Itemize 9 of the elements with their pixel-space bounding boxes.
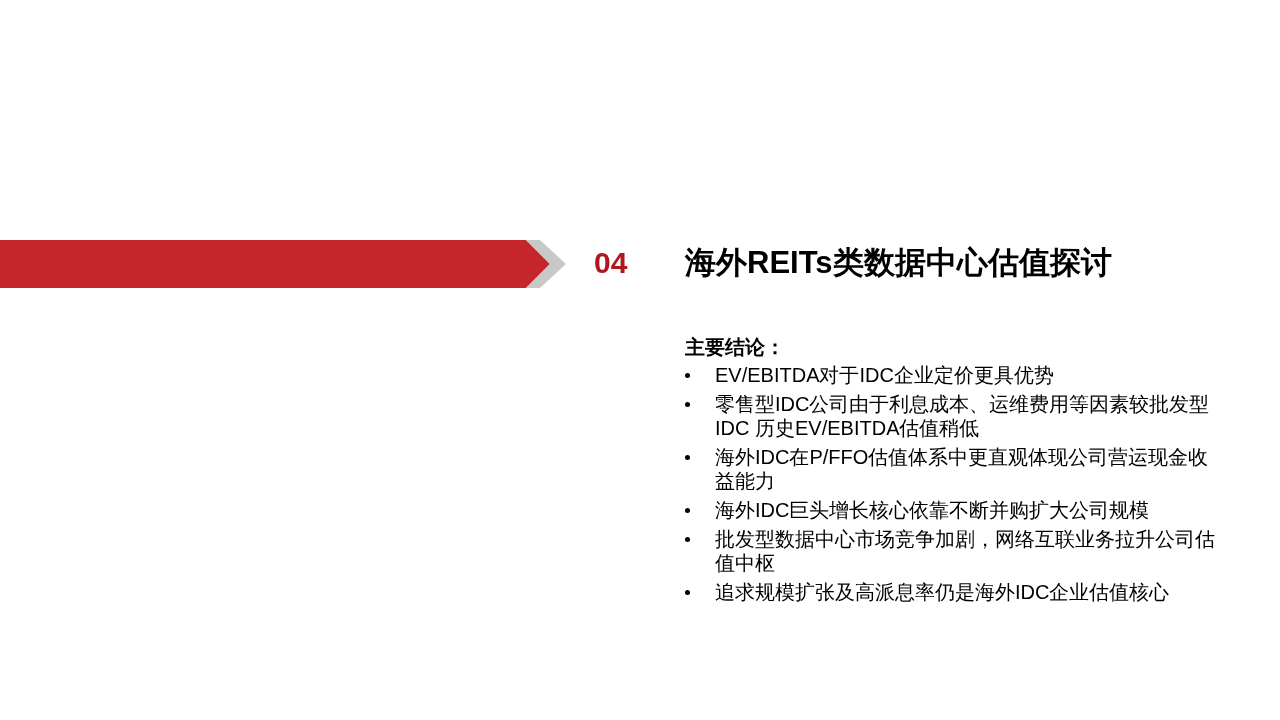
bullet-text: 追求规模扩张及高派息率仍是海外IDC企业估值核心 xyxy=(715,581,1170,603)
bullet-text: 海外IDC在P/FFO估值体系中更直观体现公司营运现金收益能力 xyxy=(715,446,1209,492)
bullet-text: 海外IDC巨头增长核心依靠不断并购扩大公司规模 xyxy=(715,499,1150,521)
section-title: 海外REITs类数据中心估值探讨 xyxy=(685,244,1112,282)
bullet-text: 零售型IDC公司由于利息成本、运维费用等因素较批发型IDC 历史EV/EBITDA估值稍低 xyxy=(715,393,1210,439)
section-number: 04 xyxy=(594,245,628,281)
bullet-text: EV/EBITDA对于IDC企业定价更具优势 xyxy=(715,364,1054,386)
bullet-text: 批发型数据中心市场竞争加剧，网络互联业务拉升公司估值中枢 xyxy=(715,528,1215,574)
list-heading: 主要结论： xyxy=(685,335,785,360)
